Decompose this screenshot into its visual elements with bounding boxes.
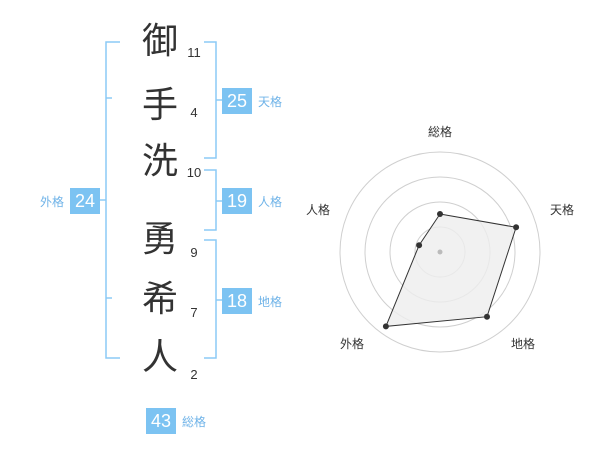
- radar-label-soukaku: 総格: [428, 125, 453, 139]
- chikaku-badge: 18: [222, 288, 252, 314]
- soukaku-score: 43 総格: [146, 408, 206, 434]
- name-char-3: 洗: [141, 141, 178, 182]
- radar-label-gaikaku: 外格: [340, 337, 365, 351]
- stroke-count-6: 2: [190, 367, 198, 382]
- radar-ring-4: [339, 151, 541, 353]
- stroke-count-5: 7: [190, 305, 198, 320]
- jinkaku-label: 人格: [258, 194, 283, 209]
- radar-point-chikaku: [484, 313, 490, 320]
- radar-ring-3: [364, 176, 516, 328]
- tenkaku-label: 天格: [258, 94, 283, 109]
- jinkaku-badge: 19: [222, 188, 252, 214]
- jinkaku-bracket: [204, 169, 217, 231]
- radar-point-gaikaku: [382, 323, 389, 330]
- name-char-4: 勇: [141, 219, 178, 260]
- soukaku-label: 総格: [182, 414, 207, 429]
- jinkaku-score: 19 人格: [222, 188, 282, 214]
- tenkaku-badge: 25: [222, 88, 252, 114]
- name-char-1: 御: [141, 21, 178, 62]
- radar-polygon: [385, 213, 517, 327]
- name-char-6: 人: [141, 337, 178, 378]
- radar-label-jinkaku: 人格: [306, 203, 331, 217]
- stroke-count-2: 4: [190, 105, 198, 120]
- radar-point-tenkaku: [513, 224, 520, 231]
- radar-center: [437, 249, 443, 255]
- chikaku-bracket: [204, 239, 217, 359]
- radar-point-soukaku: [437, 211, 443, 217]
- gaikaku-badge: 24: [70, 188, 101, 214]
- chikaku-label: 地格: [258, 294, 283, 309]
- gaikaku-score: 外格 24: [40, 188, 101, 214]
- stroke-count-4: 9: [190, 245, 198, 260]
- stroke-count-1: 11: [187, 45, 201, 60]
- chikaku-score: 18 地格: [222, 288, 282, 314]
- radar-label-tenkaku: 天格: [550, 203, 575, 217]
- tenkaku-score: 25 天格: [222, 88, 282, 114]
- radar-point-jinkaku: [416, 242, 423, 249]
- radar-label-chikaku: 地格: [511, 337, 536, 351]
- gaikaku-label: 外格: [40, 194, 65, 209]
- soukaku-badge: 43: [146, 408, 176, 434]
- name-char-5: 希: [141, 279, 178, 320]
- name-char-2: 手: [141, 85, 178, 126]
- stroke-count-3: 10: [186, 165, 202, 180]
